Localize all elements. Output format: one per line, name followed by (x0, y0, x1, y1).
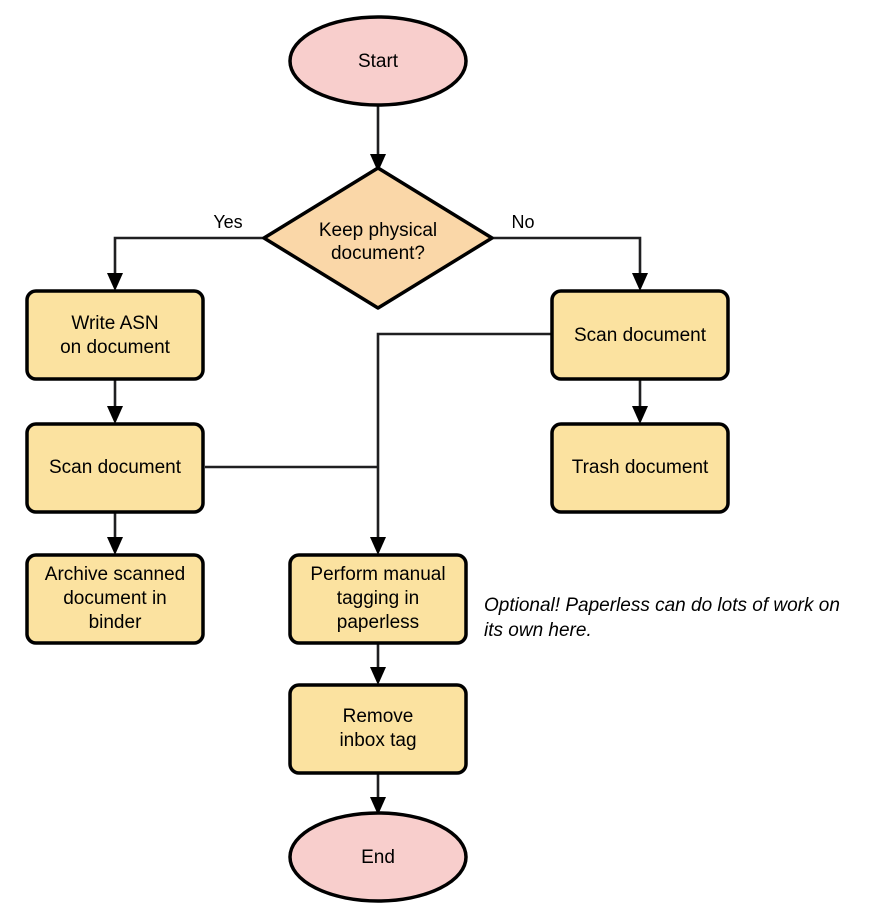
arrowhead-decision-yes (107, 273, 123, 291)
node-end[interactable]: End (288, 811, 468, 903)
edge-scanright-to-trash (632, 380, 648, 424)
write-asn-label-line1: Write ASN (71, 313, 158, 334)
start-label: Start (358, 51, 399, 72)
edge-line-decision-yes (113, 236, 264, 278)
edge-line-decision-no (492, 236, 642, 278)
tagging-label-line1: Perform manual (310, 564, 445, 585)
end-ellipse[interactable] (288, 811, 468, 903)
edge-label-yes: Yes (213, 212, 242, 232)
write-asn-box[interactable] (25, 289, 205, 381)
tagging-label-line3: paperless (337, 612, 419, 633)
archive-label-line3: binder (89, 612, 142, 633)
edge-writeasn-to-scanleft (107, 380, 123, 424)
arrowhead-merge-tagging (370, 537, 386, 555)
decision-label-line1: Keep physical (319, 220, 437, 241)
arrowhead-tagging-removeinbox (370, 667, 386, 685)
edge-line-scanright-merge (376, 332, 552, 543)
edge-decision-yes (107, 236, 264, 291)
write-asn-label-line2: on document (60, 337, 171, 358)
arrowhead-scanright-trash (632, 406, 648, 424)
remove-inbox-tag-label-line1: Remove (343, 706, 414, 727)
scan-document-left-box[interactable] (25, 422, 205, 514)
scan-document-left-label: Scan document (49, 457, 182, 478)
edge-scanright-to-tagging (370, 332, 552, 555)
node-perform-manual-tagging[interactable]: Perform manual tagging in paperless (288, 553, 468, 645)
trash-document-label: Trash document (572, 457, 709, 478)
edge-layer (107, 105, 648, 815)
remove-inbox-tag-label-line2: inbox tag (339, 730, 416, 751)
trash-document-box[interactable] (550, 422, 730, 514)
arrowhead-scanleft-archive (107, 537, 123, 555)
edge-label-no: No (511, 212, 534, 232)
start-ellipse[interactable] (288, 15, 468, 107)
archive-label-line1: Archive scanned (45, 564, 185, 585)
tagging-box[interactable] (288, 553, 468, 645)
node-decision-keep-physical-document[interactable]: Keep physical document? (262, 166, 494, 310)
edge-scanleft-to-archive (107, 512, 123, 555)
scan-document-right-box[interactable] (550, 289, 730, 381)
annotation-line2: its own here. (484, 620, 592, 641)
arrowhead-decision-no (632, 273, 648, 291)
remove-inbox-tag-box[interactable] (288, 683, 468, 775)
scan-document-right-label: Scan document (574, 325, 707, 346)
node-scan-document-left[interactable]: Scan document (25, 422, 205, 514)
node-write-asn[interactable]: Write ASN on document (25, 289, 205, 381)
node-remove-inbox-tag[interactable]: Remove inbox tag (288, 683, 468, 775)
edge-tagging-to-removeinbox (370, 643, 386, 685)
edge-start-to-decision (370, 105, 386, 172)
archive-label-line2: document in (63, 588, 167, 609)
decision-label-line2: document? (331, 243, 425, 264)
annotation-optional-note: Optional! Paperless can do lots of work … (484, 595, 840, 641)
edge-removeinbox-to-end (370, 772, 386, 815)
node-trash-document[interactable]: Trash document (550, 422, 730, 514)
arrowhead-removeinbox-end (370, 797, 386, 815)
edge-decision-no (492, 236, 648, 291)
node-start[interactable]: Start (288, 15, 468, 107)
arrowhead-writeasn-scanleft (107, 406, 123, 424)
annotation-line1: Optional! Paperless can do lots of work … (484, 595, 840, 616)
node-archive-scanned-document[interactable]: Archive scanned document in binder (25, 553, 205, 645)
end-label: End (361, 847, 395, 868)
node-scan-document-right[interactable]: Scan document (550, 289, 730, 381)
archive-box[interactable] (25, 553, 205, 645)
arrowhead-start-decision (370, 154, 386, 172)
decision-diamond[interactable] (262, 166, 494, 310)
tagging-label-line2: tagging in (337, 588, 419, 609)
